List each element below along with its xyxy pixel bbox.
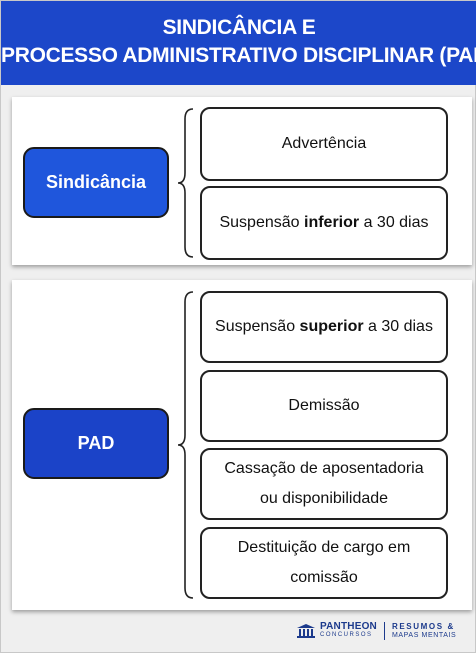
footer-divider bbox=[383, 622, 385, 640]
brand-subtitle: CONCURSOS bbox=[320, 632, 373, 638]
sindicancia-brace bbox=[177, 108, 194, 258]
sindicancia-node-label: Sindicância bbox=[45, 172, 147, 192]
pad-node: PAD bbox=[23, 408, 169, 479]
sindicancia-node: Sindicância bbox=[23, 147, 169, 218]
title-line-1: SINDICÂNCIA E bbox=[162, 16, 316, 39]
title-line-2: PROCESSO ADMINISTRATIVO DISCIPLINAR (PAD… bbox=[1, 44, 476, 67]
sindicancia-panel: Sindicância Advertência Suspensão inferi… bbox=[12, 97, 472, 265]
page-title: SINDICÂNCIA E PROCESSO ADMINISTRATIVO DI… bbox=[1, 1, 476, 85]
sindicancia-item-label: Advertência bbox=[281, 135, 367, 152]
tagline-2: MAPAS MENTAIS bbox=[391, 632, 457, 639]
tagline-block: RESUMOS & MAPAS MENTAIS bbox=[392, 622, 456, 640]
brand-footer: PANTHEON CONCURSOS RESUMOS & MAPAS MENTA… bbox=[296, 620, 456, 642]
brand-name-block: PANTHEON CONCURSOS bbox=[320, 622, 377, 640]
pad-item-suspensao-superior: Suspensão superior a 30 dias bbox=[200, 291, 448, 363]
brand-name: PANTHEON bbox=[320, 621, 377, 632]
pad-node-label: PAD bbox=[77, 433, 115, 453]
sindicancia-item-advertencia: Advertência bbox=[200, 107, 448, 181]
sindicancia-item-suspensao-inferior: Suspensão inferior a 30 dias bbox=[200, 186, 448, 260]
pantheon-logo-icon bbox=[297, 624, 315, 638]
pad-item-demissao: Demissão bbox=[200, 370, 448, 442]
sindicancia-item-label: Suspensão inferior a 30 dias bbox=[219, 214, 429, 231]
pad-panel: PAD Suspensão superior a 30 dias Demissã… bbox=[12, 280, 472, 610]
tagline-1: RESUMOS & bbox=[391, 622, 455, 631]
pad-item-label: Demissão bbox=[288, 397, 360, 414]
pad-item-label: Suspensão superior a 30 dias bbox=[215, 318, 433, 335]
pad-brace bbox=[177, 291, 194, 599]
